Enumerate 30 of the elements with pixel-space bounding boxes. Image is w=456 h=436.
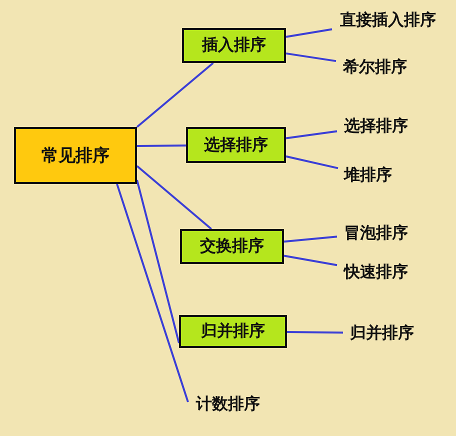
box-label: 常见排序: [42, 145, 110, 167]
connector-line: [284, 236, 338, 243]
node-label: 快速排序: [344, 262, 408, 282]
box-label: 交换排序: [200, 236, 264, 257]
box-label: 归并排序: [201, 321, 265, 342]
connector-line: [136, 180, 180, 344]
connector-line: [286, 331, 344, 334]
node-label: 选择排序: [344, 116, 408, 136]
node-label: 堆排序: [344, 164, 392, 186]
node-label: 希尔排序: [343, 56, 407, 78]
connector-line: [136, 144, 186, 147]
connector-line: [116, 184, 189, 402]
connector-line: [286, 130, 338, 140]
category-box: [179, 315, 287, 348]
connector-line: [286, 155, 338, 170]
connector-line: [136, 165, 212, 230]
category-box: [180, 229, 284, 264]
node-label: 冒泡排序: [344, 222, 408, 244]
connector-line: [284, 254, 338, 266]
node-label: 计数排序: [196, 394, 260, 414]
root-box: [14, 127, 137, 184]
category-box: [182, 28, 286, 63]
connector-line: [136, 62, 214, 128]
node-label: 归并排序: [350, 322, 414, 344]
connector-line: [286, 28, 332, 38]
box-label: 插入排序: [202, 35, 266, 56]
connector-line: [286, 52, 336, 62]
node-label: 直接插入排序: [340, 10, 436, 30]
category-box: [186, 127, 286, 163]
box-label: 选择排序: [204, 134, 268, 156]
